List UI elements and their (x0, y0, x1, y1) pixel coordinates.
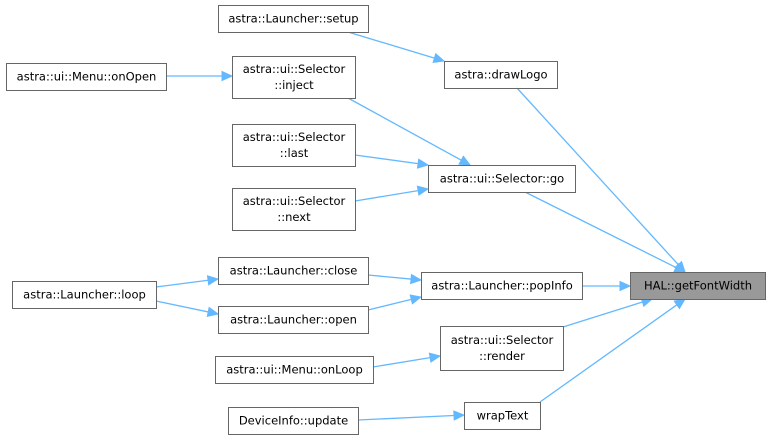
node-astra-drawlogo[interactable]: astra::drawLogo (444, 61, 558, 89)
edge-line (354, 189, 419, 202)
edge-line (155, 300, 209, 313)
node-launcher-popinfo[interactable]: astra::Launcher::popInfo (421, 272, 583, 300)
node-label: astra::ui::Selector (451, 333, 554, 347)
edge-wraptext-to-hal_getfontwidth (539, 298, 686, 403)
node-box[interactable] (218, 306, 369, 334)
node-label: astra::ui::Selector (243, 62, 346, 76)
node-wraptext[interactable]: wrapText (464, 402, 541, 430)
node-label: astra::drawLogo (454, 68, 547, 82)
arrowhead-icon (432, 52, 446, 64)
node-selector-next[interactable]: astra::ui::Selector::next (232, 188, 356, 231)
node-box[interactable] (440, 326, 564, 371)
node-label: astra::ui::Menu::onOpen (17, 70, 157, 84)
node-label: HAL::getFontWidth (644, 279, 752, 293)
node-menu-onopen[interactable]: astra::ui::Menu::onOpen (6, 63, 167, 91)
arrowhead-icon (410, 273, 423, 285)
edge-line (539, 304, 678, 403)
edge-launcher_close-to-launcher_popinfo (367, 273, 423, 285)
node-box[interactable] (421, 272, 583, 300)
edge-deviceinfo_update-to-wraptext (357, 410, 466, 421)
edge-line (367, 274, 412, 280)
node-box[interactable] (444, 61, 558, 89)
node-hal-getfontwidth[interactable]: HAL::getFontWidth (630, 272, 766, 300)
node-label: astra::ui::Selector (243, 130, 346, 144)
edge-selector_go-to-hal_getfontwidth (524, 191, 687, 273)
node-launcher-loop[interactable]: astra::Launcher::loop (12, 281, 157, 309)
node-box[interactable] (218, 257, 369, 285)
arrowhead-icon (221, 70, 234, 82)
edge-launcher_loop-to-launcher_close (155, 275, 220, 288)
edge-line (524, 191, 677, 269)
node-label: astra::ui::Selector::go (440, 172, 564, 186)
node-box[interactable] (6, 63, 167, 91)
node-label: astra::Launcher::setup (228, 12, 358, 26)
arrowhead-icon (673, 298, 686, 310)
edge-launcher_open-to-launcher_popinfo (367, 294, 423, 311)
node-label: DeviceInfo::update (239, 414, 348, 428)
node-label: ::render (479, 349, 525, 363)
edge-line (372, 356, 431, 368)
arrowhead-icon (206, 275, 220, 286)
edge-launcher_loop-to-launcher_open (155, 300, 220, 318)
edge-line (562, 301, 643, 328)
node-selector-inject[interactable]: astra::ui::Selector::inject (232, 56, 356, 99)
node-box[interactable] (464, 402, 541, 430)
edge-selector_inject-to-selector_go (347, 97, 472, 166)
node-box[interactable] (428, 165, 576, 193)
node-box[interactable] (228, 407, 359, 435)
arrowhead-icon (416, 158, 430, 169)
edge-selector_next-to-selector_go (354, 185, 430, 202)
edges-layer (155, 31, 687, 421)
node-launcher-close[interactable]: astra::Launcher::close (218, 257, 369, 285)
node-selector-go[interactable]: astra::ui::Selector::go (428, 165, 576, 193)
node-selector-last[interactable]: astra::ui::Selector::last (232, 124, 356, 167)
edge-selector_render-to-hal_getfontwidth (562, 297, 654, 328)
node-selector-render[interactable]: astra::ui::Selector::render (440, 326, 564, 371)
arrowhead-icon (409, 294, 423, 305)
node-label: astra::Launcher::loop (23, 288, 146, 302)
edge-line (357, 414, 455, 421)
node-deviceinfo-update[interactable]: DeviceInfo::update (228, 407, 359, 435)
edge-line (367, 298, 412, 311)
node-box[interactable] (232, 56, 356, 99)
node-box[interactable] (630, 272, 766, 300)
node-label: ::last (280, 146, 309, 160)
node-box[interactable] (12, 281, 157, 309)
node-launcher-open[interactable]: astra::Launcher::open (218, 306, 369, 334)
arrowhead-icon (458, 155, 472, 166)
node-box[interactable] (232, 188, 356, 231)
nodes-layer: HAL::getFontWidthastra::drawLogoastra::L… (6, 5, 766, 435)
edge-launcher_setup-to-astra_drawlogo (347, 31, 446, 64)
node-label: ::next (277, 210, 311, 224)
edge-selector_last-to-selector_go (354, 154, 430, 169)
arrowhead-icon (428, 352, 442, 363)
edge-line (354, 154, 419, 165)
arrowhead-icon (453, 410, 466, 421)
edge-menu_onloop-to-selector_render (372, 352, 442, 368)
edge-line (347, 31, 435, 59)
arrowhead-icon (673, 262, 687, 273)
edge-line (155, 279, 209, 288)
node-label: astra::Launcher::close (230, 264, 358, 278)
edge-launcher_popinfo-to-hal_getfontwidth (582, 280, 632, 292)
arrowhead-icon (206, 306, 220, 318)
node-launcher-setup[interactable]: astra::Launcher::setup (218, 5, 369, 33)
arrowhead-icon (416, 185, 430, 196)
edge-menu_onopen-to-selector_inject (166, 70, 234, 82)
node-label: astra::ui::Menu::onLoop (226, 363, 363, 377)
arrowhead-icon (619, 280, 632, 292)
node-label: astra::ui::Selector (243, 194, 346, 208)
node-label: astra::Launcher::popInfo (431, 279, 572, 293)
node-label: ::inject (274, 78, 314, 92)
node-label: wrapText (477, 409, 529, 423)
node-box[interactable] (215, 356, 374, 384)
node-box[interactable] (232, 124, 356, 167)
edge-line (516, 87, 679, 266)
node-menu-onloop[interactable]: astra::ui::Menu::onLoop (215, 356, 374, 384)
edge-line (347, 97, 462, 161)
node-label: astra::Launcher::open (230, 313, 357, 327)
node-box[interactable] (218, 5, 369, 33)
